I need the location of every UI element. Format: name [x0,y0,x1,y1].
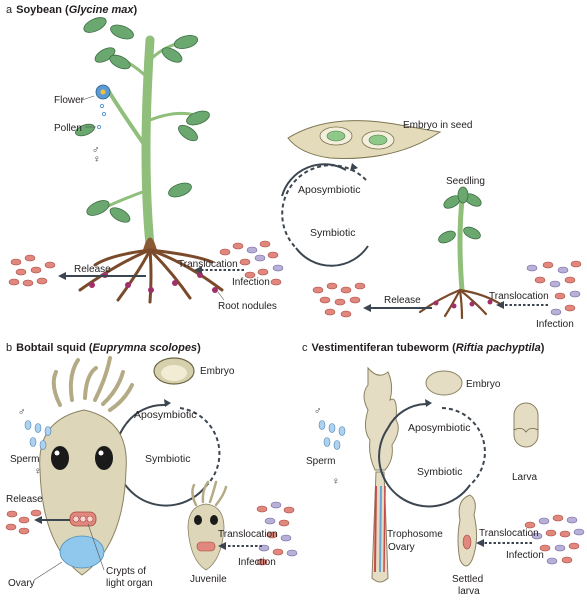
settled-larva-line1: Settled [452,574,483,585]
juvenile-label: Juvenile [190,574,227,585]
symbiotic-label-a: Symbiotic [310,227,356,239]
crypts-label-line2: light organ [106,578,153,589]
ovary-label-b: Ovary [8,578,35,589]
tubeworm-embryo [425,370,463,396]
sperm-label-b: Sperm [10,454,39,465]
infection-label-right: Infection [536,319,574,330]
release-label-right: Release [384,295,421,306]
free-bacteria-b [256,501,298,566]
released-bacteria-right [312,282,366,318]
seedling [418,186,504,320]
infection-label-c: Infection [506,550,544,561]
sperm-cells-b [24,420,52,450]
aposymbiotic-label-a: Aposymbiotic [298,184,360,196]
translocation-label-left: Translocation [178,259,238,270]
panel-a-letter: a [6,4,13,16]
free-bacteria-c [524,514,585,565]
flower-label: Flower [54,95,85,106]
tubeworm [363,366,399,583]
symbiotic-label-c: Symbiotic [417,466,463,478]
pollen-label: Pollen [54,123,82,134]
flower-icon [95,84,111,100]
larva [513,402,539,448]
symbiotic-label-b: Symbiotic [145,453,191,465]
tubeworm-embryo-label: Embryo [466,379,501,390]
squid-embryo [153,357,195,385]
pollen-grains [96,103,107,130]
release-label-left: Release [74,264,111,275]
infection-label-left: Infection [232,277,270,288]
embryo-in-seed-label: Embryo in seed [403,120,472,131]
seedling-label: Seedling [446,176,485,187]
aposymbiotic-label-b: Aposymbiotic [134,409,196,421]
ovary-label-c: Ovary [388,542,415,553]
released-bacteria-left [8,254,56,287]
squid-embryo-label: Embryo [200,366,235,377]
adult-squid [39,356,134,576]
aposymbiotic-label-c: Aposymbiotic [408,422,470,434]
larva-label: Larva [512,472,537,483]
release-label-b: Release [6,494,43,505]
settled-larva-line2: larva [458,586,480,597]
translocation-label-b: Translocation [218,529,278,540]
translocation-label-right: Translocation [489,291,549,302]
translocation-label-c: Translocation [479,528,539,539]
soybean-leaves [75,17,210,223]
soybean-plant [75,17,224,304]
settled-larva [457,494,478,567]
life-cycle-a [281,163,369,267]
free-bacteria-right [526,260,582,316]
male-symbol-icon-c: ♂ [314,406,322,417]
female-symbol-icon-b: ♀ [34,466,42,477]
male-symbol-icon: ♂ [92,145,100,156]
female-symbol-icon-c: ♀ [332,476,340,487]
soybean-roots [78,248,224,304]
crypts-label-line1: Crypts of [106,566,146,577]
trophosome-label: Trophosome [387,529,443,540]
infection-label-b: Infection [238,557,276,568]
root-nodules-label: Root nodules [218,301,277,312]
life-cycle-c [378,399,486,508]
male-symbol-icon-b: ♂ [18,407,26,418]
female-symbol-icon: ♀ [93,154,101,165]
juvenile-squid [187,480,228,571]
sperm-label-c: Sperm [306,456,335,467]
free-bacteria-left [219,240,284,286]
sperm-cells-c [318,420,346,450]
seed-pod [287,120,442,159]
released-bacteria-b [5,509,42,535]
